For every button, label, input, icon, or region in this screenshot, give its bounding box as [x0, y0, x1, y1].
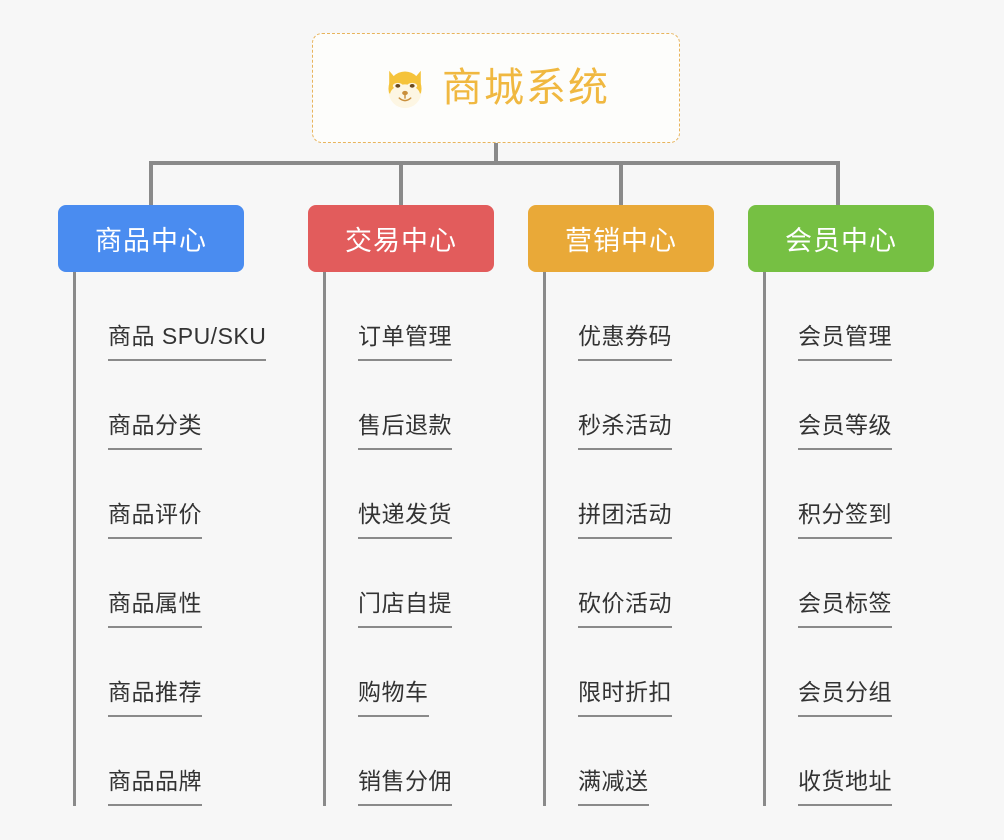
leaf-label: 会员分组 — [798, 681, 892, 717]
leaf-label: 收货地址 — [798, 770, 892, 806]
leaf-item[interactable]: 限时折扣 — [546, 628, 714, 717]
category-header-marketing-center[interactable]: 营销中心 — [528, 205, 714, 272]
leaf-item[interactable]: 商品 SPU/SKU — [76, 272, 267, 361]
leaf-item[interactable]: 门店自提 — [326, 539, 494, 628]
leaf-item[interactable]: 快递发货 — [326, 450, 494, 539]
connector-drop-marketing-center — [619, 161, 623, 207]
leaf-label: 商品 SPU/SKU — [108, 325, 267, 361]
leaf-item[interactable]: 商品推荐 — [76, 628, 244, 717]
category-header-product-center[interactable]: 商品中心 — [58, 205, 244, 272]
leaf-label: 快递发货 — [358, 503, 452, 539]
shiba-dog-face-icon — [388, 70, 422, 109]
leaf-label: 会员等级 — [798, 414, 892, 450]
branch-member-center: 会员中心 会员管理 会员等级 积分签到 会员标签 会员分组 收货地址 — [748, 205, 934, 806]
leaf-item[interactable]: 秒杀活动 — [546, 361, 714, 450]
connector-root-vertical — [494, 143, 498, 165]
category-header-member-center[interactable]: 会员中心 — [748, 205, 934, 272]
leaf-item[interactable]: 商品分类 — [76, 361, 244, 450]
connector-drop-trade-center — [399, 161, 403, 207]
branch-trade-center: 交易中心 订单管理 售后退款 快递发货 门店自提 购物车 销售分佣 — [308, 205, 494, 806]
leaf-label: 商品评价 — [108, 503, 202, 539]
connector-drop-product-center — [149, 161, 153, 207]
leaf-label: 商品分类 — [108, 414, 202, 450]
leaf-item[interactable]: 会员标签 — [766, 539, 934, 628]
leaf-item[interactable]: 会员等级 — [766, 361, 934, 450]
leaf-item[interactable]: 满减送 — [546, 717, 714, 806]
category-header-trade-center[interactable]: 交易中心 — [308, 205, 494, 272]
leaf-item[interactable]: 商品评价 — [76, 450, 244, 539]
leaf-label: 会员标签 — [798, 592, 892, 628]
leaf-label: 秒杀活动 — [578, 414, 672, 450]
leaf-item[interactable]: 会员管理 — [766, 272, 934, 361]
leaf-item[interactable]: 收货地址 — [766, 717, 934, 806]
leaf-label: 满减送 — [578, 770, 649, 806]
leaf-label: 优惠券码 — [578, 325, 672, 361]
leaf-item[interactable]: 购物车 — [326, 628, 494, 717]
leaf-label: 购物车 — [358, 681, 429, 717]
leaf-item[interactable]: 售后退款 — [326, 361, 494, 450]
leaf-item[interactable]: 销售分佣 — [326, 717, 494, 806]
leaf-item[interactable]: 砍价活动 — [546, 539, 714, 628]
leaf-list-product-center: 商品 SPU/SKU 商品分类 商品评价 商品属性 商品推荐 商品品牌 — [73, 272, 267, 806]
leaf-label: 商品品牌 — [108, 770, 202, 806]
leaf-label: 售后退款 — [358, 414, 452, 450]
root-node-mall-system[interactable]: 商城系统 — [312, 33, 680, 143]
leaf-list-trade-center: 订单管理 售后退款 快递发货 门店自提 购物车 销售分佣 — [323, 272, 494, 806]
category-label: 会员中心 — [785, 226, 897, 256]
leaf-label: 商品推荐 — [108, 681, 202, 717]
leaf-label: 门店自提 — [358, 592, 452, 628]
leaf-label: 会员管理 — [798, 325, 892, 361]
leaf-label: 砍价活动 — [578, 592, 672, 628]
leaf-item[interactable]: 优惠券码 — [546, 272, 714, 361]
leaf-list-marketing-center: 优惠券码 秒杀活动 拼团活动 砍价活动 限时折扣 满减送 — [543, 272, 714, 806]
leaf-label: 拼团活动 — [578, 503, 672, 539]
category-label: 商品中心 — [95, 226, 207, 256]
leaf-label: 商品属性 — [108, 592, 202, 628]
leaf-list-member-center: 会员管理 会员等级 积分签到 会员标签 会员分组 收货地址 — [763, 272, 934, 806]
leaf-item[interactable]: 商品属性 — [76, 539, 244, 628]
category-label: 营销中心 — [565, 226, 677, 256]
category-label: 交易中心 — [345, 226, 457, 256]
leaf-label: 积分签到 — [798, 503, 892, 539]
leaf-label: 销售分佣 — [358, 770, 452, 806]
leaf-item[interactable]: 商品品牌 — [76, 717, 244, 806]
leaf-item[interactable]: 拼团活动 — [546, 450, 714, 539]
connector-drop-member-center — [836, 161, 840, 207]
leaf-item[interactable]: 会员分组 — [766, 628, 934, 717]
connector-horizontal-bus — [149, 161, 840, 165]
leaf-label: 限时折扣 — [578, 681, 672, 717]
leaf-item[interactable]: 积分签到 — [766, 450, 934, 539]
branch-marketing-center: 营销中心 优惠券码 秒杀活动 拼团活动 砍价活动 限时折扣 满减送 — [528, 205, 714, 806]
leaf-label: 订单管理 — [358, 325, 452, 361]
root-node-title: 商城系统 — [442, 66, 610, 110]
leaf-item[interactable]: 订单管理 — [326, 272, 494, 361]
branch-product-center: 商品中心 商品 SPU/SKU 商品分类 商品评价 商品属性 商品推荐 商品品牌 — [58, 205, 267, 806]
